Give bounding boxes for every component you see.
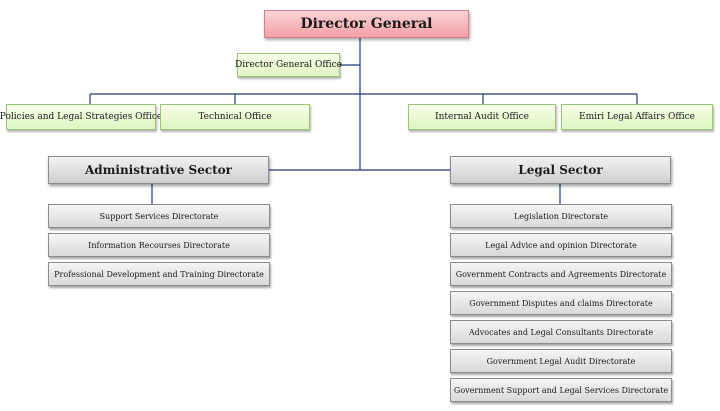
- director-general-box: Director General: [264, 10, 469, 38]
- legal-directorate-box: Government Disputes and claims Directora…: [450, 291, 672, 315]
- director-general-label: Director General: [300, 16, 433, 32]
- directorate-label: Support Services Directorate: [99, 211, 219, 221]
- legal-directorate-box: Legal Advice and opinion Directorate: [450, 233, 672, 257]
- directorate-label: Government Support and Legal Services Di…: [453, 385, 669, 395]
- directorate-label: Information Recourses Directorate: [88, 240, 230, 250]
- admin-directorate-box: Support Services Directorate: [48, 204, 270, 228]
- admin-directorate-box: Professional Development and Training Di…: [48, 262, 270, 286]
- office-label: Internal Audit Office: [435, 112, 529, 122]
- dg-office-box: Director General Office: [234, 53, 343, 77]
- admin-directorate-box: Information Recourses Directorate: [48, 233, 270, 257]
- legal-directorate-box: Legislation Directorate: [450, 204, 672, 228]
- sector-title: Administrative Sector: [85, 163, 232, 177]
- legal-directorate-box: Government Contracts and Agreements Dire…: [450, 262, 672, 286]
- office-technical-box: Technical Office: [160, 104, 310, 130]
- dg-office-label: Director General Office: [234, 60, 343, 70]
- office-label: Emiri Legal Affairs Office: [579, 112, 695, 122]
- office-label: Policies and Legal Strategies Office: [0, 112, 163, 122]
- directorate-label: Government Legal Audit Directorate: [486, 356, 636, 366]
- legal-directorate-box: Advocates and Legal Consultants Director…: [450, 320, 672, 344]
- administrative-sector-box: Administrative Sector: [48, 156, 269, 184]
- office-emiri-legal-box: Emiri Legal Affairs Office: [561, 104, 713, 130]
- legal-directorate-box: Government Legal Audit Directorate: [450, 349, 672, 373]
- directorate-label: Government Disputes and claims Directora…: [469, 298, 653, 308]
- directorate-label: Legislation Directorate: [513, 211, 609, 221]
- sector-title: Legal Sector: [518, 163, 603, 177]
- legal-directorate-box: Government Support and Legal Services Di…: [450, 378, 672, 402]
- office-internal-audit-box: Internal Audit Office: [408, 104, 556, 130]
- office-policies-box: Policies and Legal Strategies Office: [0, 104, 162, 130]
- directorate-label: Government Contracts and Agreements Dire…: [455, 269, 667, 279]
- directorate-label: Advocates and Legal Consultants Director…: [468, 327, 654, 337]
- directorate-label: Legal Advice and opinion Directorate: [485, 240, 637, 250]
- office-label: Technical Office: [198, 112, 272, 122]
- directorate-label: Professional Development and Training Di…: [54, 269, 264, 279]
- legal-sector-box: Legal Sector: [450, 156, 671, 184]
